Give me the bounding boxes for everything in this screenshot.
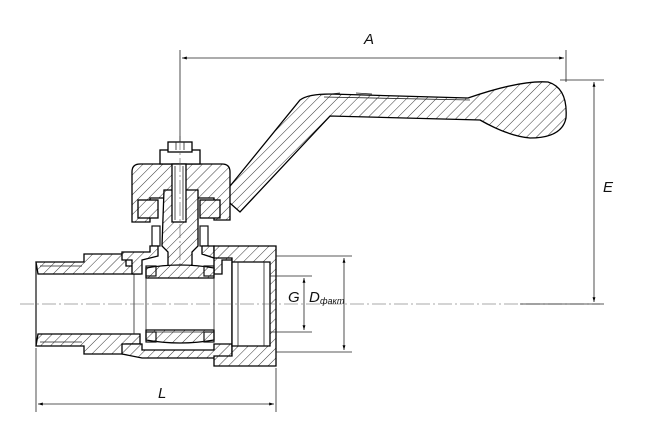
valve-ball: [145, 264, 215, 344]
dimension-a: A: [179, 31, 567, 142]
dimension-d-subscript: факт: [320, 296, 345, 306]
dimension-e-label: E: [603, 179, 614, 196]
dimension-l-label: L: [158, 385, 166, 402]
dimension-e: E: [520, 79, 614, 305]
dimension-d-fact: D факт: [276, 255, 352, 353]
left-end-fitting: [35, 253, 141, 355]
dimension-g-label: G: [288, 289, 300, 306]
dimension-g: G: [270, 275, 312, 333]
dimension-a-label: A: [363, 31, 374, 48]
lever-handle: [221, 81, 567, 213]
valve-body: [121, 245, 277, 367]
dimension-l: L: [35, 348, 277, 412]
dimension-d-label: D: [309, 289, 320, 306]
